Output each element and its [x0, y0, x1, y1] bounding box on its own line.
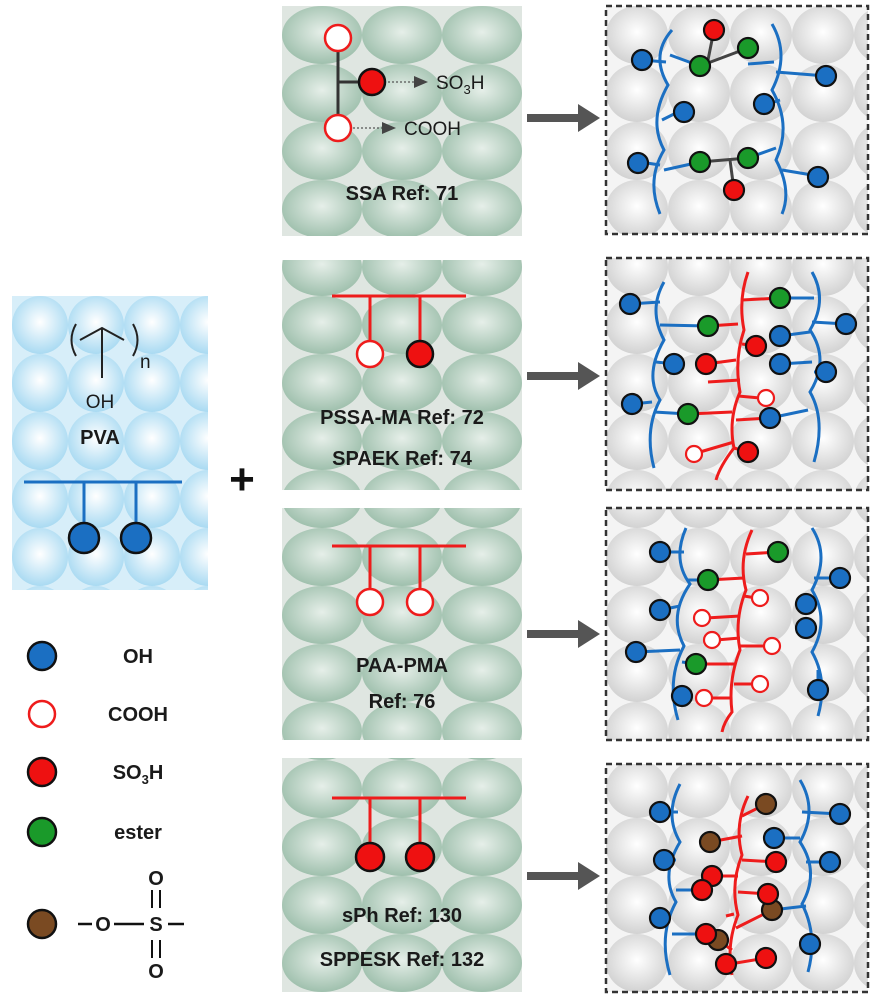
result-oh-node: [626, 151, 650, 175]
result-oh-node: [630, 48, 654, 72]
panel-ssa-label: SSA Ref: 71: [346, 183, 459, 205]
panel-pssa-label-2: SPAEK Ref: 74: [332, 448, 473, 470]
result-ester-node: [736, 36, 760, 60]
pva-formula-subscript: n: [140, 352, 151, 373]
arrow-sph: [527, 862, 600, 890]
result-oh-node: [752, 92, 776, 116]
panel-paa: PAA-PMA Ref: 76: [282, 508, 522, 740]
pva-panel: n OH PVA: [12, 296, 208, 590]
result-pssa: [604, 256, 870, 492]
result-paa: [604, 506, 870, 742]
legend-ester-label: ester: [114, 822, 162, 844]
ssa-cooh-annotation: COOH: [404, 119, 461, 140]
svg-text:O: O: [148, 868, 164, 890]
ssa-cooh-node: [323, 23, 353, 53]
ssa-so3h-annotation: SO3H: [436, 73, 484, 97]
pva-oh-node: [119, 521, 153, 555]
pva-formula: [70, 323, 139, 378]
panel-pssa: PSSA-MA Ref: 72 SPAEK Ref: 74: [282, 260, 522, 490]
pva-oh-node: [67, 521, 101, 555]
legend-ester-swatch: [26, 816, 58, 848]
pva-background: [12, 296, 208, 590]
svg-text:S: S: [149, 914, 162, 936]
legend-sulfone-swatch: [26, 908, 58, 940]
legend-so3h-label: SO3H: [113, 762, 164, 787]
panel-paa-label-2: Ref: 76: [369, 691, 436, 713]
panel-ssa: SO3H COOH SSA Ref: 71: [282, 6, 522, 236]
svg-text:O: O: [148, 961, 164, 983]
sph-so3h-node: [404, 841, 436, 873]
reaction-arrows: [527, 104, 600, 890]
result-oh-node: [814, 64, 838, 88]
panel-pssa-label-1: PSSA-MA Ref: 72: [320, 407, 484, 429]
arrow-paa: [527, 620, 600, 648]
legend-cooh-label: COOH: [108, 704, 168, 726]
result-ester-node: [688, 54, 712, 78]
pva-label: PVA: [80, 427, 120, 449]
panel-paa-label-1: PAA-PMA: [356, 655, 448, 677]
legend-oh-swatch: [26, 640, 58, 672]
paa-cooh-node: [355, 587, 385, 617]
panel-sph-label-2: SPPESK Ref: 132: [320, 949, 485, 971]
pva-backbone: [24, 480, 182, 524]
ssa-so3h-node: [357, 67, 387, 97]
pssa-so3h-node: [405, 339, 435, 369]
pva-formula-group: OH: [86, 392, 115, 413]
result-ssa: [604, 4, 870, 236]
panel-sph: sPh Ref: 130 SPPESK Ref: 132: [282, 758, 522, 992]
result-oh-node: [672, 100, 696, 124]
legend: OH COOH SO3H ester O S O O: [26, 640, 184, 983]
legend-sulfone-structure: O S O O: [78, 868, 184, 983]
legend-so3h-swatch: [26, 756, 58, 788]
ssa-cooh-node: [323, 113, 353, 143]
pssa-cooh-node: [355, 339, 385, 369]
plus-sign: +: [229, 455, 255, 504]
panel-pssa-background: [282, 260, 522, 490]
arrow-pssa: [527, 362, 600, 390]
result-oh-node: [806, 165, 830, 189]
panel-ssa-background: [282, 6, 522, 236]
paa-cooh-node: [405, 587, 435, 617]
legend-cooh-swatch: [27, 699, 57, 729]
result-so3h-node: [722, 178, 746, 202]
result-so3h-node: [702, 18, 726, 42]
svg-text:O: O: [95, 914, 111, 936]
result-ester-node: [688, 150, 712, 174]
sph-so3h-node: [354, 841, 386, 873]
panel-sph-label-1: sPh Ref: 130: [342, 905, 462, 927]
result-ester-node: [736, 146, 760, 170]
arrow-ssa: [527, 104, 600, 132]
result-sph: [604, 762, 870, 994]
legend-oh-label: OH: [123, 646, 153, 668]
